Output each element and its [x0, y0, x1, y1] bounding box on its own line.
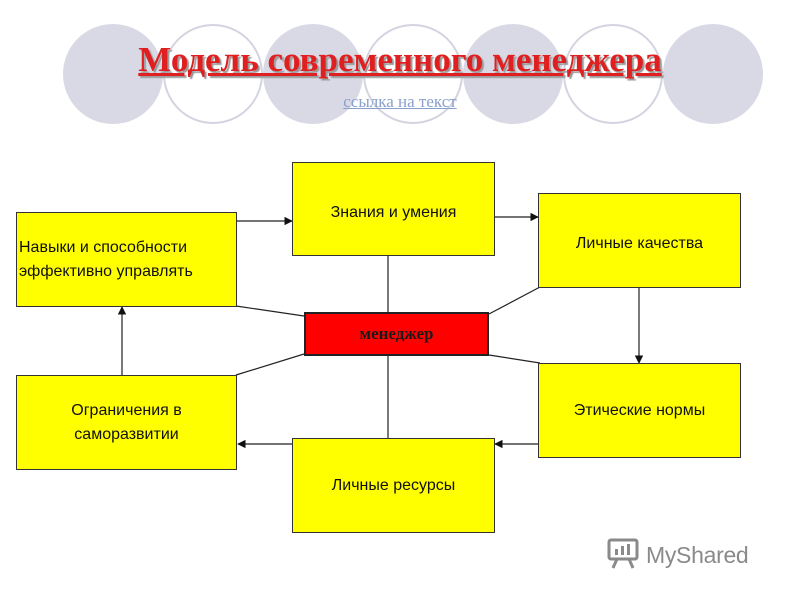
box-limits-label: Ограничения в саморазвитии: [71, 402, 182, 443]
center-manager-box: менеджер: [304, 312, 489, 356]
box-ethics: Этические нормы: [538, 363, 741, 458]
watermark: MyShared: [606, 536, 749, 575]
slide-title: Модель современного менеджера: [138, 40, 662, 79]
box-knowledge-label: Знания и умения: [330, 204, 457, 221]
spoke-line: [235, 305, 305, 317]
box-knowledge: Знания и умения: [292, 162, 495, 256]
decor-circle: [363, 24, 463, 124]
box-personal-qualities: Личные качества: [538, 193, 741, 288]
decor-circle: [663, 24, 763, 124]
decor-circle: [63, 24, 163, 124]
spoke-line: [488, 354, 541, 364]
decor-circle: [263, 24, 363, 124]
box-resources-label: Личные ресурсы: [331, 476, 456, 494]
box-limits: Ограничения в саморазвитии: [16, 375, 237, 470]
decor-circle: [563, 24, 663, 124]
spoke-line: [235, 353, 305, 376]
spoke-line: [488, 286, 541, 315]
box-personal-qualities-label: Личные качества: [575, 235, 704, 252]
box-skills: Навыки и способности эффективно управлят…: [16, 212, 237, 307]
decor-circle: [163, 24, 263, 124]
box-skills-label: Навыки и способности эффективно управлят…: [19, 239, 193, 280]
box-resources: Личные ресурсы: [292, 438, 495, 533]
decor-circle: [463, 24, 563, 124]
presentation-board-icon: [606, 536, 640, 575]
center-manager-label: менеджер: [359, 324, 434, 343]
text-link[interactable]: ссылка на текст: [343, 92, 457, 111]
box-ethics-label: Этические нормы: [573, 401, 706, 419]
watermark-text: MyShared: [646, 542, 749, 568]
